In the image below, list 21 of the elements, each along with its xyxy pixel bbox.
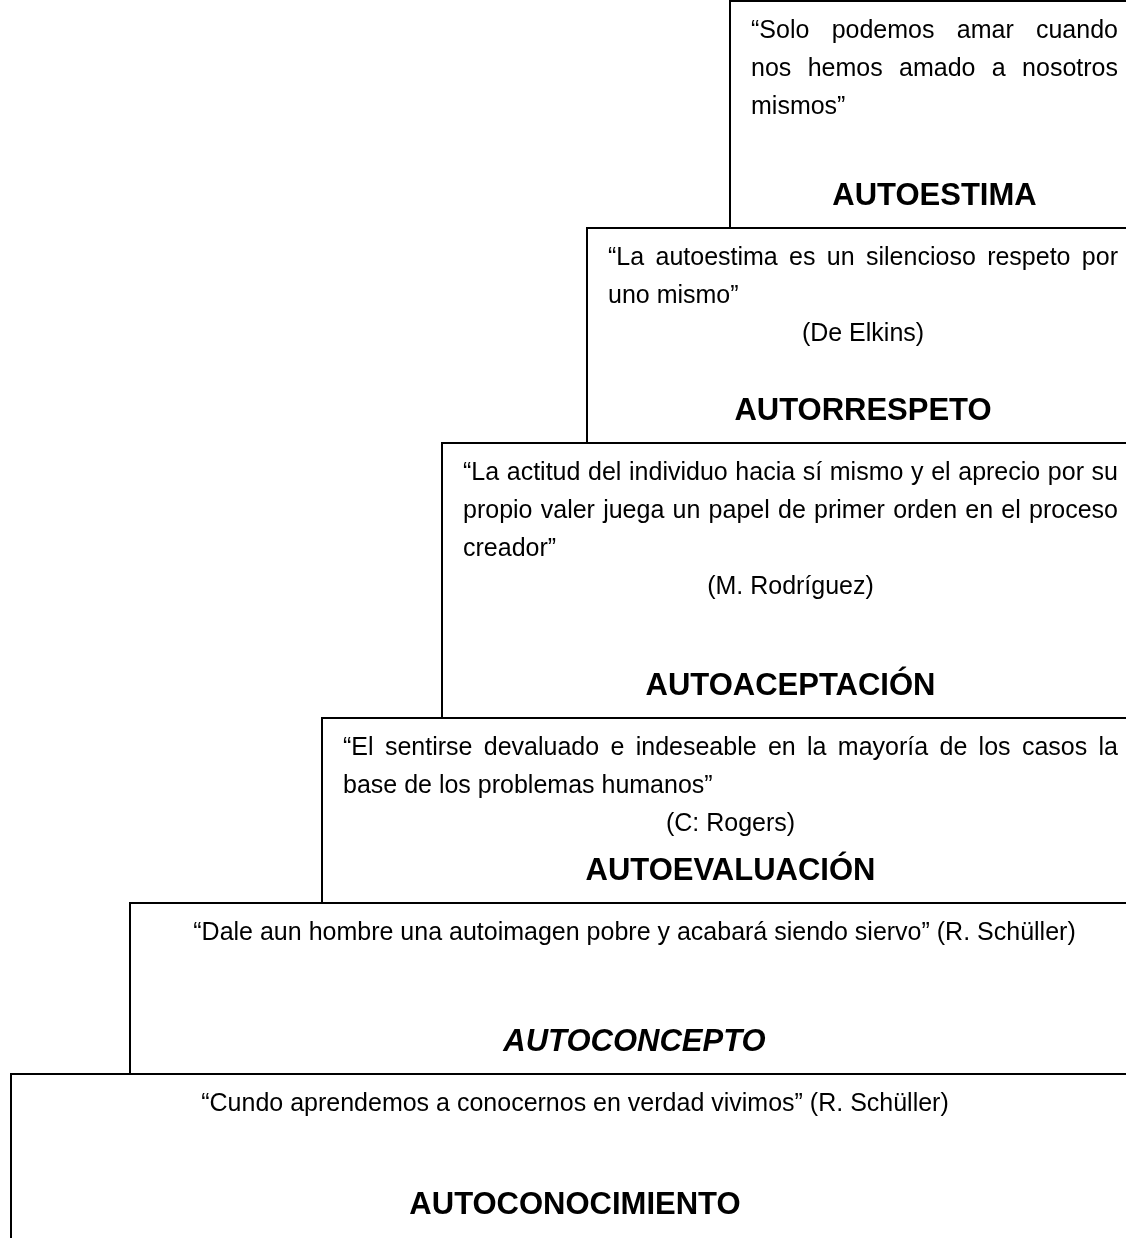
author-text: (M. Rodríguez) bbox=[706, 570, 875, 601]
step-box bbox=[129, 902, 1126, 1075]
author-text: (De Elkins) bbox=[800, 317, 926, 348]
step-box bbox=[586, 227, 1126, 444]
quote-text: “Solo podemos amar cuando nos hemos amado a nosotros mismos” bbox=[751, 14, 1118, 121]
step-box bbox=[441, 442, 1126, 719]
quote-text: “El sentirse devaluado e indeseable en la mayoría de los casos la base de los problemas humanos” bbox=[343, 731, 1118, 800]
step-heading: AUTORRESPETO bbox=[733, 391, 993, 429]
step-box bbox=[729, 0, 1126, 229]
author-text: (C: Rogers) bbox=[664, 807, 797, 838]
quote-text: “La actitud del individuo hacia sí mismo y el aprecio por su propio valer juega un papel de primer orden en el proceso creador” bbox=[463, 456, 1118, 563]
step-heading: AUTOEVALUACIÓN bbox=[584, 850, 877, 889]
quote-text: “La autoestima es un silencioso respeto por uno mismo” bbox=[608, 241, 1118, 310]
quote-text: “Dale aun hombre una autoimagen pobre y acabará siendo siervo” (R. Schüller) bbox=[192, 916, 1077, 947]
step-heading: AUTOCONOCIMIENTO bbox=[408, 1185, 742, 1223]
step-box bbox=[10, 1073, 1126, 1238]
step-heading: AUTOESTIMA bbox=[831, 176, 1038, 214]
step-box bbox=[321, 717, 1126, 904]
step-heading: AUTOCONCEPTO bbox=[502, 1022, 767, 1060]
quote-text: “Cundo aprendemos a conocernos en verdad vivimos” (R. Schüller) bbox=[200, 1087, 950, 1118]
step-heading: AUTOACEPTACIÓN bbox=[644, 665, 937, 704]
